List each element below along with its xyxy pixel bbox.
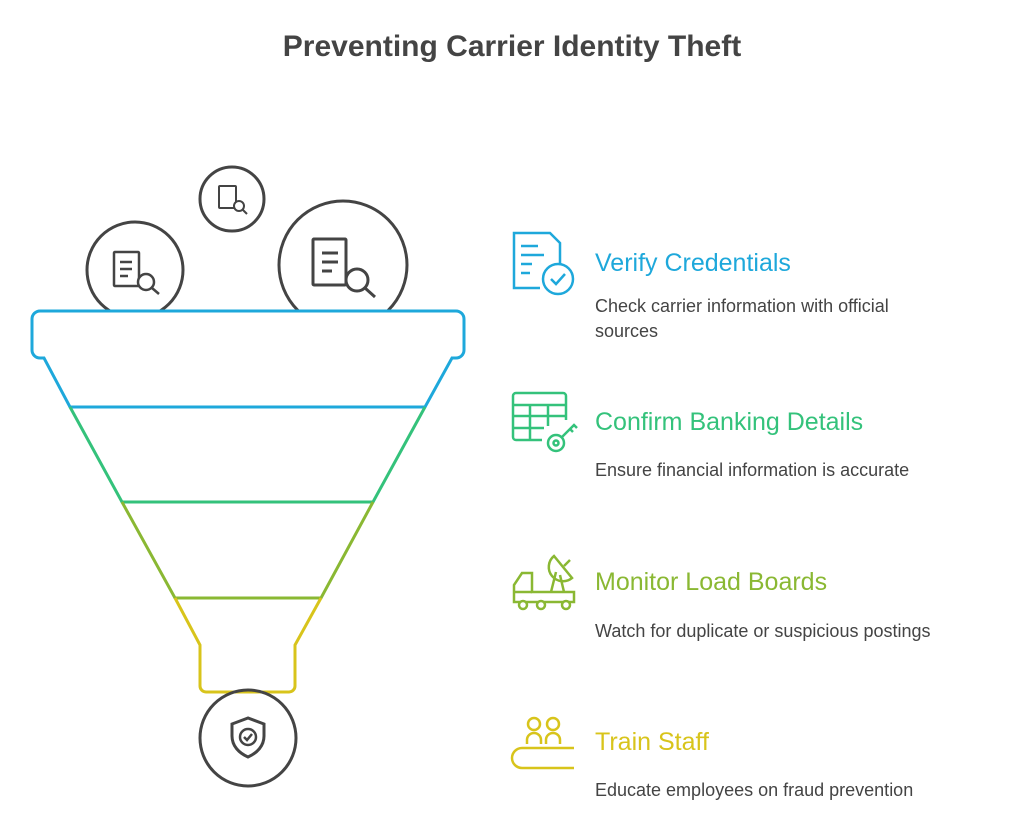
step-title-monitor-load-boards: Monitor Load Boards <box>595 568 828 596</box>
table-key-icon <box>511 391 578 453</box>
funnel-section-2 <box>68 406 427 504</box>
truck-satellite-icon <box>512 554 576 611</box>
step-title-train-staff: Train Staff <box>595 728 709 756</box>
clipboard-search-icon-small <box>198 165 266 233</box>
people-training-icon <box>510 716 574 770</box>
funnel-rim <box>30 309 466 409</box>
document-check-icon <box>512 231 575 296</box>
funnel-neck <box>173 597 323 694</box>
clipboard-search-icon-left <box>85 220 185 320</box>
diagram-title: Preventing Carrier Identity Theft <box>282 30 742 63</box>
step-desc-train-staff: Educate employees on fraud prevention <box>595 780 914 800</box>
shield-check-icon <box>198 688 298 788</box>
step-desc-confirm-banking: Ensure financial information is accurate <box>595 460 910 480</box>
step-title-confirm-banking: Confirm Banking Details <box>595 408 864 436</box>
step-desc-verify-credentials: Check carrier information with official … <box>595 296 889 341</box>
funnel-section-3 <box>120 501 375 600</box>
step-title-verify-credentials: Verify Credentials <box>595 249 791 277</box>
step-desc-monitor-load-boards: Watch for duplicate or suspicious postin… <box>595 621 931 641</box>
